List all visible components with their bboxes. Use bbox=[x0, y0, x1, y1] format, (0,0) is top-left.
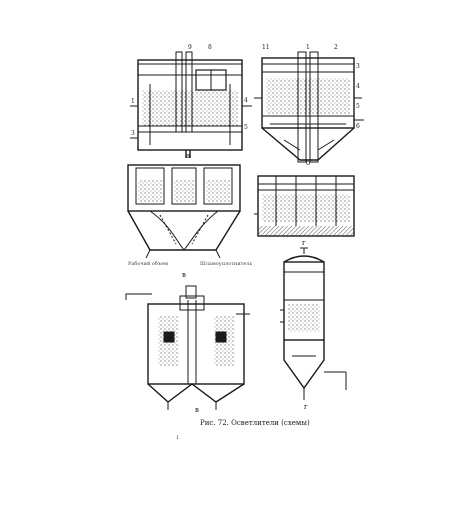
label-b-11: 11 bbox=[262, 44, 270, 51]
panel-a-letter: а bbox=[186, 152, 191, 160]
label-b-2: 2 bbox=[334, 44, 338, 51]
label-b-6: 6 bbox=[356, 123, 360, 130]
panel-b-clarifier bbox=[254, 51, 364, 163]
label-b-1: 1 bbox=[306, 44, 310, 51]
panel-v-letter: в bbox=[182, 271, 186, 279]
label-a-9: 9 bbox=[188, 44, 192, 51]
label-a-8: 8 bbox=[208, 44, 212, 51]
panel-g-clarifier bbox=[254, 175, 355, 237]
label-v-sludge-thickener: Шламоуплотнитель bbox=[200, 261, 253, 267]
footnote-number: 1 bbox=[176, 435, 180, 441]
panel-g-letter: г bbox=[302, 239, 306, 247]
label-v-working-volume: Рабочий объем bbox=[128, 261, 168, 267]
label-a-4: 4 bbox=[244, 97, 248, 104]
panel-a-clarifier bbox=[130, 51, 252, 158]
panel-v-clarifier bbox=[127, 164, 241, 259]
panel-d-clarifier bbox=[125, 285, 250, 410]
panel-b-letter: б bbox=[306, 159, 311, 167]
figure-caption: Рис. 72. Осветлители (схемы) bbox=[200, 419, 310, 427]
panel-e-clarifier bbox=[280, 247, 347, 400]
panel-d-letter: в bbox=[195, 406, 199, 414]
panel-e-letter: г bbox=[304, 403, 308, 411]
label-a-1: 1 bbox=[131, 98, 135, 105]
label-b-4: 4 bbox=[356, 83, 360, 90]
label-a-3: 3 bbox=[131, 130, 135, 137]
label-b-3: 3 bbox=[356, 63, 360, 70]
label-a-5: 5 bbox=[244, 124, 248, 131]
label-b-5: 5 bbox=[356, 103, 360, 110]
